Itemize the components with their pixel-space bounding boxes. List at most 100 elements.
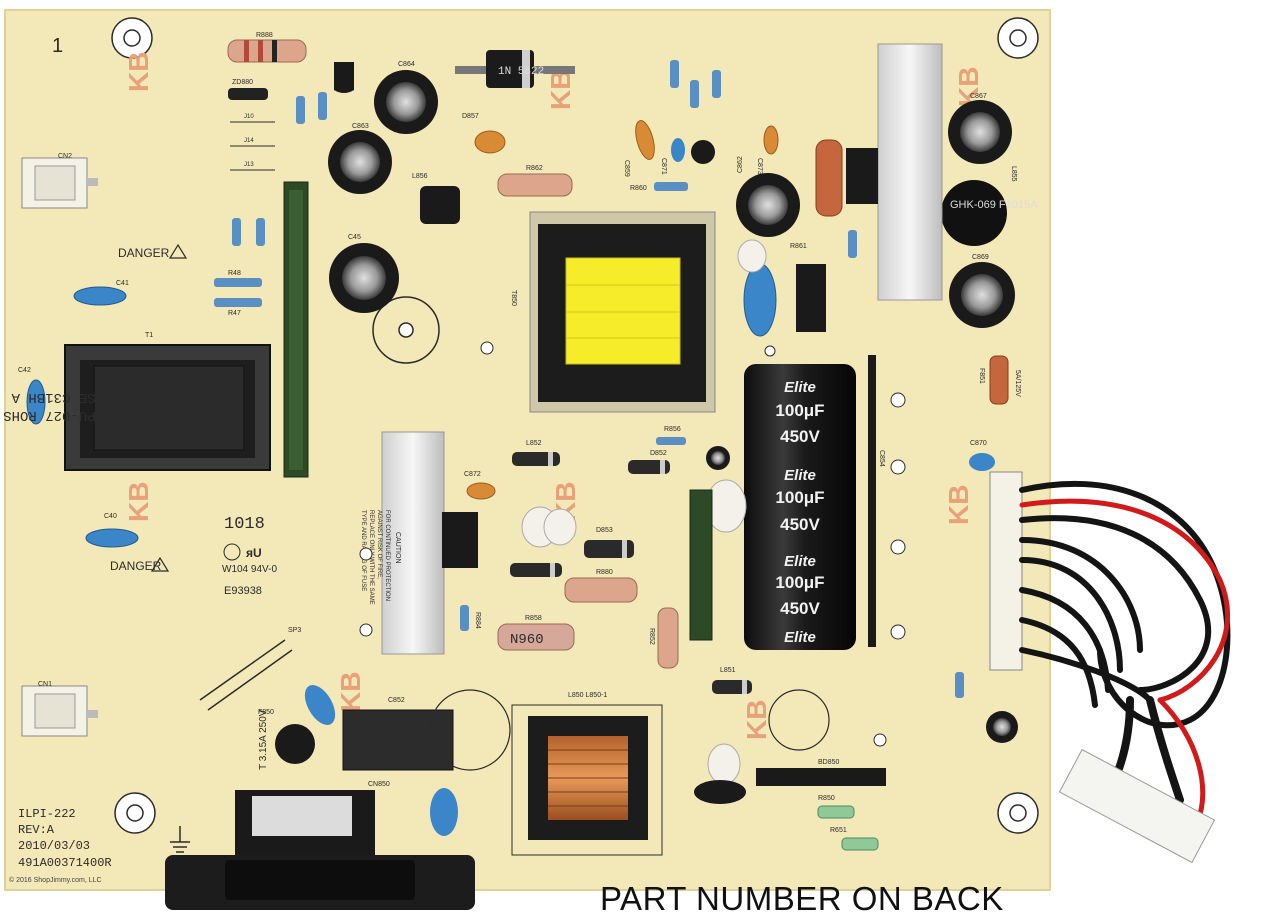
resistors-middle: N960 xyxy=(497,577,679,669)
ac-inlet xyxy=(165,790,475,910)
ground-icon xyxy=(170,826,190,853)
svg-text:100μF: 100μF xyxy=(775,488,824,507)
svg-text:CAUTION: CAUTION xyxy=(394,532,401,564)
svg-text:100μF: 100μF xyxy=(775,573,824,592)
cert-code: W104 94V-0 xyxy=(222,564,277,575)
svg-text:R852: R852 xyxy=(648,628,655,645)
svg-text:F851: F851 xyxy=(978,368,985,384)
svg-text:R862: R862 xyxy=(526,165,543,172)
ceramic-c851 xyxy=(304,685,336,725)
danger-label-2: DANGER xyxy=(110,559,162,573)
svg-text:R880: R880 xyxy=(596,569,613,576)
silkscreen-circles xyxy=(429,689,830,771)
transformer-t850: T850 xyxy=(510,211,716,413)
svg-text:J13: J13 xyxy=(244,162,254,168)
bulk-capacitor: Elite 100μF 450V Elite 100μF 450V Elite … xyxy=(744,355,885,650)
svg-text:C872: C872 xyxy=(464,471,481,478)
svg-text:L851: L851 xyxy=(720,667,736,674)
danger-label-1: DANGER xyxy=(118,246,170,260)
diode-top: 1N 5822 xyxy=(455,50,575,88)
svg-text:Elite: Elite xyxy=(784,467,816,484)
transformer-t1: SPU-027 ROHS LSE C31BH A T1 xyxy=(3,332,271,471)
svg-text:L850 L850-1: L850 L850-1 xyxy=(568,692,607,699)
wire-connector xyxy=(1058,748,1216,864)
svg-text:L855: L855 xyxy=(1010,166,1017,182)
wire-header xyxy=(989,471,1023,671)
svg-text:R888: R888 xyxy=(256,32,273,39)
optocoupler xyxy=(796,264,826,332)
svg-text:C859: C859 xyxy=(623,160,630,177)
vias xyxy=(359,341,906,747)
svg-text:AGAINST RISK OF FIRE,: AGAINST RISK OF FIRE, xyxy=(376,510,382,579)
svg-text:C870: C870 xyxy=(970,440,987,447)
svg-text:SPU-027 ROHS: SPU-027 ROHS xyxy=(3,407,104,423)
svg-text:C869: C869 xyxy=(972,254,989,261)
connector-cn1: CN1 xyxy=(21,681,98,737)
svg-text:J10: J10 xyxy=(244,114,254,120)
svg-text:GHK-069 F1015A: GHK-069 F1015A xyxy=(950,199,1038,211)
svg-text:C862: C862 xyxy=(737,156,744,173)
svg-text:R884: R884 xyxy=(474,612,481,629)
svg-text:R856: R856 xyxy=(664,426,681,433)
resistor-red xyxy=(815,139,843,217)
svg-text:R48: R48 xyxy=(228,270,241,277)
heatsinks xyxy=(381,43,943,655)
mounting-holes xyxy=(111,17,1039,834)
svg-text:R861: R861 xyxy=(790,243,807,250)
svg-text:T850: T850 xyxy=(510,290,517,306)
photo-credit: © 2016 ShopJimmy.com, LLC xyxy=(9,877,102,884)
ceramic-capacitors-left xyxy=(26,286,139,548)
corner-number: 1 xyxy=(52,35,63,57)
warning-icon xyxy=(150,243,188,572)
capacitor-c852 xyxy=(342,709,454,771)
svg-text:KB: KB xyxy=(123,482,154,522)
svg-text:C864: C864 xyxy=(398,61,415,68)
svg-text:SP3: SP3 xyxy=(288,627,301,634)
svg-text:F850: F850 xyxy=(258,709,274,716)
inductor-l855: GHK-069 F1015A L855 xyxy=(941,166,1038,246)
svg-text:1N 5822: 1N 5822 xyxy=(498,66,544,78)
svg-text:D853: D853 xyxy=(596,527,613,534)
svg-text:KB: KB xyxy=(943,485,974,525)
resistors-top-left: R888 ZD880 J10 J14 J13 R48 R47 xyxy=(214,32,327,317)
ceramic-orange xyxy=(466,120,779,500)
electrolytic-capacitors xyxy=(328,70,1018,743)
bridge-rectifier: BD850 xyxy=(694,759,886,804)
ceramic-c870 xyxy=(969,453,995,471)
controller-strip xyxy=(283,181,309,478)
svg-text:C852: C852 xyxy=(388,697,405,704)
svg-text:L852: L852 xyxy=(526,440,542,447)
svg-text:R858: R858 xyxy=(525,615,542,622)
svg-text:KB: KB xyxy=(123,52,154,92)
svg-text:C867: C867 xyxy=(970,93,987,100)
choke-l850: L850 L850-1 xyxy=(511,692,663,856)
transistor-q852 xyxy=(691,140,715,164)
svg-text:C873: C873 xyxy=(756,158,763,175)
svg-text:KB: KB xyxy=(545,70,576,110)
ceramic-blue-small xyxy=(671,138,685,162)
svg-text:C45: C45 xyxy=(348,234,361,241)
resistor-r862 xyxy=(497,173,573,197)
svg-text:Elite: Elite xyxy=(784,553,816,570)
svg-text:C854: C854 xyxy=(878,450,885,467)
svg-text:C871: C871 xyxy=(660,158,667,175)
svg-text:5A/125V: 5A/125V xyxy=(1014,370,1021,397)
svg-text:R47: R47 xyxy=(228,310,241,317)
connector-cn2: CN2 xyxy=(21,153,98,209)
svg-text:D852: D852 xyxy=(650,450,667,457)
date-stamp: 1018 xyxy=(224,515,265,534)
svg-text:LSE C31BH A: LSE C31BH A xyxy=(11,389,104,405)
ul-mark-icon: ᴙU xyxy=(223,543,262,561)
spark-gap-sp3 xyxy=(199,639,293,711)
svg-text:491A00371400R: 491A00371400R xyxy=(18,856,112,870)
wire-harness xyxy=(1019,480,1231,823)
ic-strip xyxy=(689,489,713,641)
svg-text:R850: R850 xyxy=(818,795,835,802)
svg-text:Elite: Elite xyxy=(784,379,816,396)
svg-text:450V: 450V xyxy=(780,599,820,618)
svg-text:BD850: BD850 xyxy=(818,759,840,766)
diodes-middle xyxy=(510,452,752,694)
ceramic-c853 xyxy=(430,788,458,836)
svg-text:C42: C42 xyxy=(18,367,31,374)
svg-text:D857: D857 xyxy=(462,113,479,120)
